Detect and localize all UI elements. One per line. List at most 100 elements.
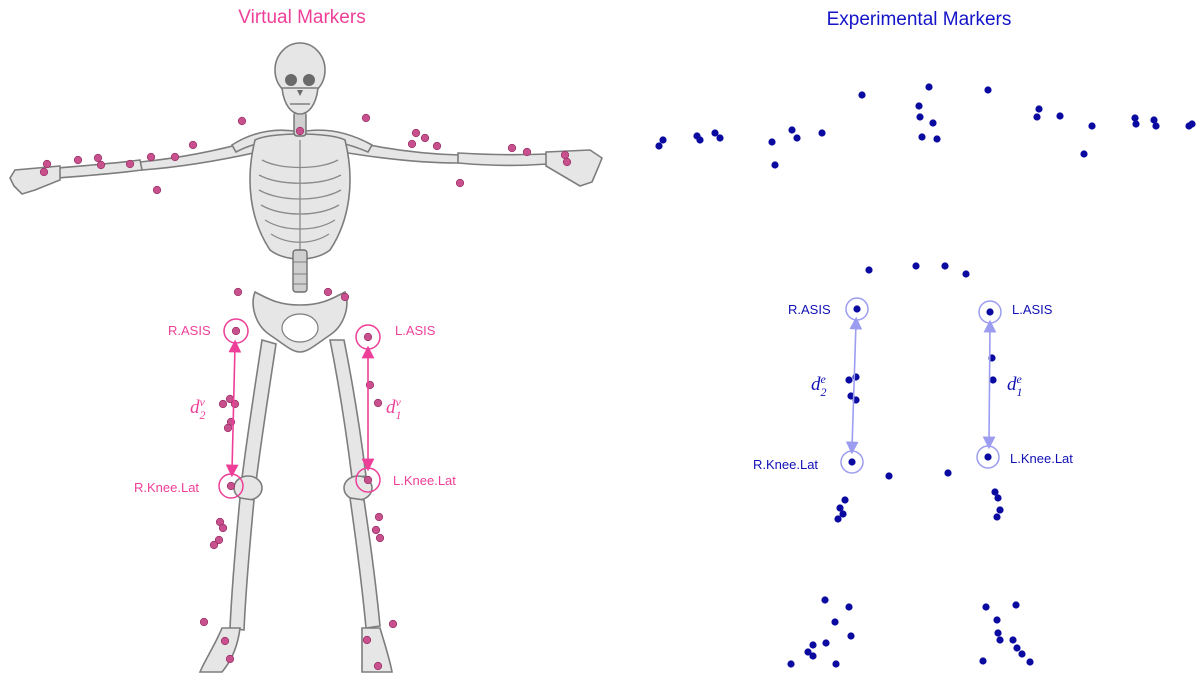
r-knee-virtual-label: R.Knee.Lat	[134, 480, 199, 495]
experimental-marker-dot	[993, 616, 1000, 623]
experimental-marker-dot	[822, 639, 829, 646]
experimental-marker-cloud	[655, 83, 1195, 667]
experimental-marker-dot	[1188, 120, 1195, 127]
virtual-marker-dot	[97, 161, 105, 169]
virtual-marker-dot	[421, 134, 429, 142]
experimental-marker-dot	[986, 308, 993, 315]
experimental-marker-dot	[847, 632, 854, 639]
experimental-marker-dot	[989, 376, 996, 383]
virtual-marker-dot	[40, 168, 48, 176]
virtual-marker-dot	[224, 424, 232, 432]
virtual-marker-dot	[238, 117, 246, 125]
experimental-marker-dot	[941, 262, 948, 269]
experimental-marker-dot	[821, 596, 828, 603]
virtual-marker-dot	[232, 327, 240, 335]
experimental-marker-dot	[885, 472, 892, 479]
experimental-marker-dot	[982, 603, 989, 610]
experimental-marker-dot	[845, 603, 852, 610]
virtual-marker-dot	[433, 142, 441, 150]
experimental-marker-dot	[993, 513, 1000, 520]
experimental-marker-dot	[771, 161, 778, 168]
left-forearm	[458, 153, 548, 165]
experimental-marker-dot	[858, 91, 865, 98]
virtual-marker-dot	[376, 534, 384, 542]
virtual-marker-dot	[219, 400, 227, 408]
virtual-marker-dot	[374, 399, 382, 407]
virtual-marker-dot	[412, 129, 420, 137]
virtual-marker-dot	[74, 156, 82, 164]
experimental-marker-dot	[918, 133, 925, 140]
experimental-marker-dot	[944, 469, 951, 476]
experimental-marker-dot	[984, 453, 991, 460]
l-knee-exp-label: L.Knee.Lat	[1010, 451, 1073, 466]
virtual-marker-dot	[508, 144, 516, 152]
experimental-marker-dot	[1018, 650, 1025, 657]
spine	[293, 250, 307, 292]
right-femur	[242, 340, 276, 482]
experimental-marker-dot	[962, 270, 969, 277]
experimental-marker-dot	[716, 134, 723, 141]
virtual-marker-dot	[363, 636, 371, 644]
virtual-marker-dot	[226, 655, 234, 663]
virtual-marker-dot	[153, 186, 161, 194]
d2-exp-label: d2e	[811, 372, 827, 399]
virtual-marker-dot	[234, 288, 242, 296]
virtual-marker-dot	[126, 160, 134, 168]
experimental-marker-dot	[1026, 658, 1033, 665]
l-asis-exp-label: L.ASIS	[1012, 302, 1053, 317]
experimental-marker-dot	[832, 660, 839, 667]
virtual-marker-dot	[296, 127, 304, 135]
experimental-marker-dot	[994, 494, 1001, 501]
virtual-marker-dot	[231, 400, 239, 408]
experimental-marker-dot	[793, 134, 800, 141]
right-hand	[10, 166, 60, 194]
d2-virtual-label: d2v	[190, 395, 206, 422]
virtual-marker-dot	[372, 526, 380, 534]
experimental-marker-dot	[994, 629, 1001, 636]
virtual-marker-dot	[389, 620, 397, 628]
experimental-marker-dot	[1009, 636, 1016, 643]
virtual-marker-dot	[456, 179, 464, 187]
experimental-marker-dot	[787, 660, 794, 667]
experimental-marker-dot	[1012, 601, 1019, 608]
experimental-marker-dot	[1132, 120, 1139, 127]
experimental-marker-dot	[818, 129, 825, 136]
d1-exp-label: d1e	[1007, 372, 1023, 399]
right-tibia	[230, 498, 254, 630]
experimental-marker-dot	[915, 102, 922, 109]
virtual-marker-dot	[43, 160, 51, 168]
left-hand	[546, 150, 602, 186]
experimental-marker-dot	[916, 113, 923, 120]
virtual-markers-title: Virtual Markers	[238, 7, 365, 28]
d1-exp-arrow	[989, 326, 990, 443]
virtual-marker-dot	[189, 141, 197, 149]
d1-virtual-label: d1v	[386, 395, 402, 422]
experimental-marker-dot	[788, 126, 795, 133]
experimental-marker-dot	[841, 496, 848, 503]
experimental-marker-dot	[1035, 105, 1042, 112]
experimental-marker-dot	[1033, 113, 1040, 120]
experimental-marker-dot	[979, 657, 986, 664]
virtual-marker-dot	[561, 151, 569, 159]
experimental-marker-dot	[929, 119, 936, 126]
left-femur	[330, 340, 366, 478]
experimental-marker-dot	[696, 136, 703, 143]
virtual-marker-dot	[227, 482, 235, 490]
virtual-marker-dot	[523, 148, 531, 156]
experimental-marker-dot	[996, 636, 1003, 643]
experimental-marker-dot	[848, 458, 855, 465]
virtual-marker-dot	[563, 158, 571, 166]
experimental-marker-dot	[1013, 644, 1020, 651]
r-asis-virtual-label: R.ASIS	[168, 323, 211, 338]
virtual-marker-dot	[171, 153, 179, 161]
experimental-marker-dot	[831, 618, 838, 625]
virtual-marker-dot	[374, 662, 382, 670]
virtual-marker-dot	[147, 153, 155, 161]
l-knee-virtual-label: L.Knee.Lat	[393, 473, 456, 488]
experimental-marker-dot	[1088, 122, 1095, 129]
l-asis-virtual-label: L.ASIS	[395, 323, 436, 338]
r-asis-exp-label: R.ASIS	[788, 302, 831, 317]
r-knee-exp-label: R.Knee.Lat	[753, 457, 818, 472]
virtual-marker-dot	[364, 333, 372, 341]
